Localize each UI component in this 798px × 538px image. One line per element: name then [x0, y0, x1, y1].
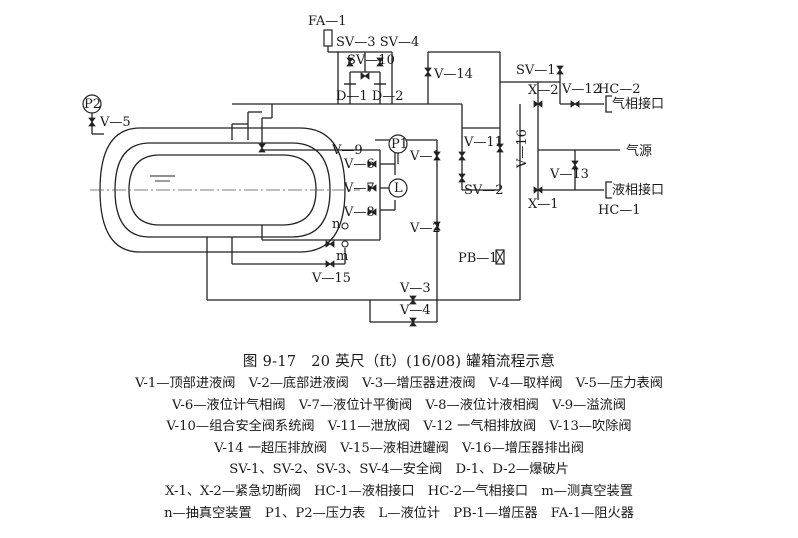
valve-sv1 — [556, 65, 564, 75]
piping — [91, 30, 620, 323]
valve-v11 — [458, 151, 466, 161]
label-sv3-sv4: SV—3 SV—4 — [336, 35, 419, 50]
label-v1: V—1 — [409, 149, 441, 164]
label-v6: V—6 — [343, 157, 375, 172]
label-m: m — [336, 249, 348, 264]
label-v13: V—13 — [549, 167, 589, 182]
legend-line: n—抽真空装置 P1、P2—压力表 L—液位计 PB-1—增压器 FA-1—阻火… — [164, 505, 634, 521]
valve-v9 — [258, 143, 266, 153]
legend-line: SV-1、SV-2、SV-3、SV-4—安全阀 D-1、D-2—爆破片 — [229, 462, 569, 478]
label-p2: P2 — [84, 97, 101, 112]
label-hc1: HC—1 — [598, 203, 641, 218]
label-v3: V—3 — [399, 281, 431, 296]
label-v15: V—15 — [311, 271, 351, 286]
label-pb1: PB—1 — [458, 251, 498, 266]
label-v5: V—5 — [99, 115, 131, 130]
label-v14: V—14 — [433, 67, 473, 82]
label-d1-d2: D—1 D—2 — [336, 89, 404, 104]
figure-legend: V-1—顶部进液阀 V-2—底部进液阀 V-3—增压器进液阀 V-4—取样阀 V… — [0, 373, 798, 524]
label-v4: V—4 — [399, 303, 431, 318]
valve-v5 — [88, 117, 96, 127]
vacuum-port-n — [341, 222, 349, 230]
label-v12: V—12 — [561, 82, 601, 97]
level-gauge-l — [388, 178, 408, 198]
label-hc2: HC—2 — [598, 82, 641, 97]
pressure-gauge-p2 — [82, 94, 102, 114]
label-n: n — [332, 217, 341, 232]
flame-arrestor-fa1 — [323, 29, 333, 47]
label-sv1: SV—1 — [516, 63, 556, 78]
valves — [82, 29, 612, 327]
legend-line: V-10—组合安全阀系统阀 V-11—泄放阀 V-12 一气相排放阀 V-13—… — [166, 419, 632, 435]
valve-v14 — [424, 67, 432, 77]
label-v2: V—2 — [409, 221, 441, 236]
label-x1: X—1 — [528, 197, 559, 212]
label-v11: V—11 — [463, 135, 503, 150]
legend-line: V-14 一超压排放阀 V-15—液相进罐阀 V-16—增压器排出阀 — [214, 440, 584, 456]
label-l: L — [394, 181, 403, 196]
label-gas-source: 气源 — [626, 143, 652, 159]
valve-m — [325, 240, 335, 248]
legend-line: X-1、X-2—紧急切断阀 HC-1—液相接口 HC-2—气相接口 m—测真空装… — [165, 483, 633, 499]
label-liquid-port: 液相接口 — [612, 182, 664, 198]
legend-line: V-6—液位计气相阀 V-7—液位计平衡阀 V-8—液位计液相阀 V-9—溢流阀 — [172, 397, 626, 413]
valve-sv10 — [360, 72, 370, 80]
legend-line: V-1—顶部进液阀 V-2—底部进液阀 V-3—增压器进液阀 V-4—取样阀 V… — [135, 376, 663, 391]
label-sv10: SV—10 — [347, 53, 395, 68]
valve-v12 — [570, 100, 580, 108]
valve-sv2 — [458, 173, 466, 183]
label-v9: V—9 — [331, 143, 363, 158]
tank-flow-diagram: FA—1 SV—3 SV—4 SV—10 D—1 D—2 V—14 SV—1 X… — [82, 14, 664, 327]
label-x2: X—2 — [528, 83, 559, 98]
label-p1: P1 — [391, 137, 408, 152]
label-v7: V—7 — [343, 181, 375, 196]
figure-caption: 图 9-17 20 英尺（ft）(16/08) 罐箱流程示意 — [242, 354, 556, 370]
label-fa1: FA—1 — [308, 14, 347, 29]
diagram-labels: FA—1 SV—3 SV—4 SV—10 D—1 D—2 V—14 SV—1 X… — [84, 14, 664, 318]
vacuum-gauge-m — [341, 240, 349, 248]
label-v16: V—16 — [515, 129, 530, 169]
label-gas-port: 气相接口 — [612, 96, 664, 112]
label-v8: V—8 — [343, 205, 375, 220]
label-sv2: SV—2 — [464, 183, 504, 198]
tank-vessel — [90, 127, 360, 253]
valve-v15 — [325, 260, 335, 268]
